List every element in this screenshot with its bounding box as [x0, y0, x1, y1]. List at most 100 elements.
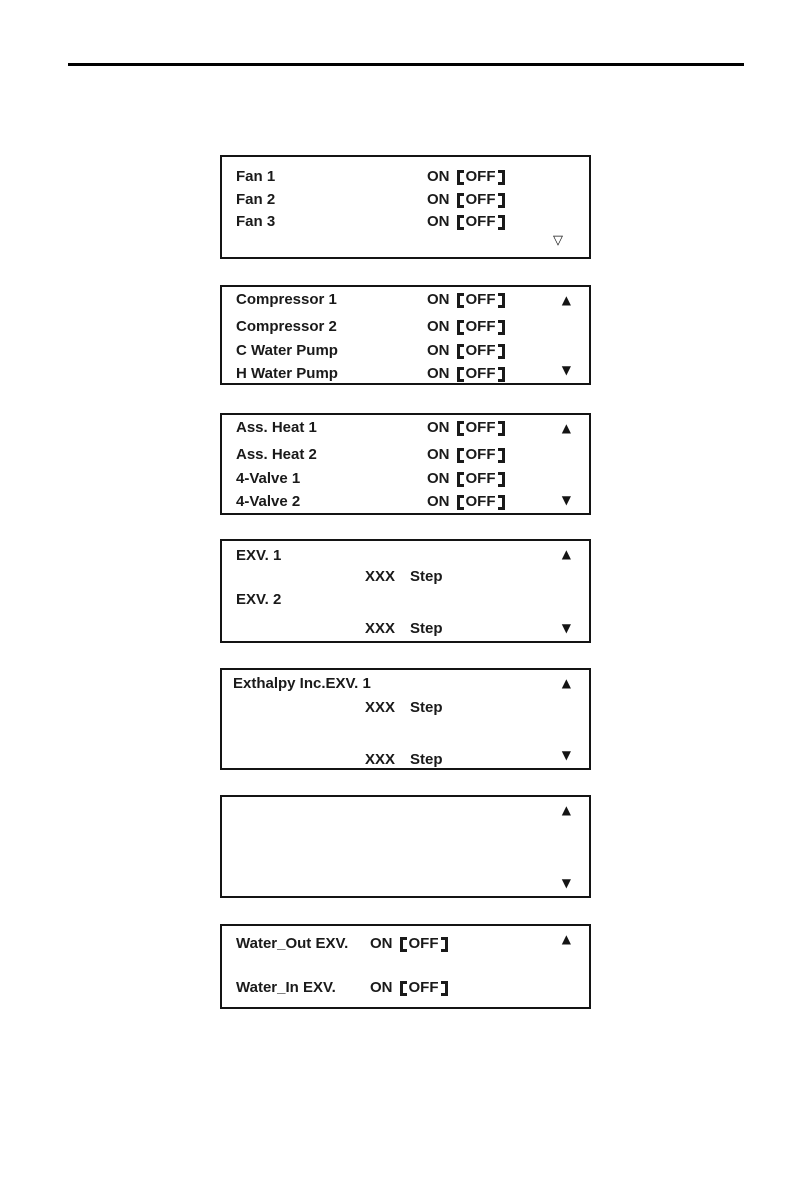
step-count: XXX	[365, 699, 396, 716]
on-off-value: ON OFF	[427, 492, 505, 512]
scroll-down-icon: ▼	[561, 621, 571, 635]
bracket-close-icon	[497, 319, 505, 335]
device-label: C Water Pump	[236, 342, 338, 359]
off-state: OFF	[465, 419, 496, 436]
off-state: OFF	[465, 318, 496, 335]
off-state: OFF	[465, 446, 496, 463]
bracket-close-icon	[497, 192, 505, 208]
scroll-up-icon: ▲	[561, 676, 571, 690]
status-row: EXV. 1	[222, 546, 589, 566]
bracket-close-icon	[497, 366, 505, 382]
step-count: XXX	[365, 751, 396, 768]
device-label: EXV. 2	[236, 591, 282, 608]
device-label: H Water Pump	[236, 365, 338, 382]
bracket-close-icon	[497, 343, 505, 359]
on-state: ON	[427, 318, 450, 335]
bracket-close-icon	[497, 471, 505, 487]
status-row: Fan 3 ON OFF	[222, 212, 589, 232]
scroll-down-icon: ▼	[561, 493, 571, 507]
scroll-up-icon: ▲	[561, 421, 571, 435]
device-label: Water_Out EXV.	[236, 935, 349, 952]
on-off-value: ON OFF	[427, 445, 505, 465]
lcd-screen-exv-steps: EXV. 1 XXX Step EXV. 2 XXX Step ▲ ▼	[220, 539, 591, 643]
off-state: OFF	[465, 168, 496, 185]
device-label: Compressor 2	[236, 318, 337, 335]
status-row: Fan 1 ON OFF	[222, 167, 589, 187]
device-label: Ass. Heat 2	[236, 446, 317, 463]
value-row: XXX Step	[222, 619, 589, 639]
device-label: Fan 2	[236, 191, 276, 208]
bracket-close-icon	[440, 936, 448, 952]
off-state: OFF	[465, 470, 496, 487]
bracket-open-icon	[456, 214, 464, 230]
lcd-screen-empty: ▲ ▼	[220, 795, 591, 898]
on-state: ON	[427, 342, 450, 359]
bracket-close-icon	[497, 420, 505, 436]
bracket-close-icon	[440, 980, 448, 996]
value-row: XXX Step	[222, 750, 589, 770]
bracket-open-icon	[456, 366, 464, 382]
scroll-up-icon: ▲	[561, 932, 571, 946]
step-unit: Step	[410, 699, 443, 716]
bracket-open-icon	[456, 292, 464, 308]
bracket-open-icon	[456, 169, 464, 185]
value-row: XXX Step	[222, 567, 589, 587]
scroll-down-icon: ▼	[561, 363, 571, 377]
device-label: Compressor 1	[236, 291, 337, 308]
status-row: Compressor 2 ON OFF	[222, 317, 589, 337]
off-state: OFF	[465, 291, 496, 308]
status-row: 4-Valve 2 ON OFF	[222, 492, 589, 512]
off-state: OFF	[465, 213, 496, 230]
scroll-down-icon: ▽	[553, 233, 563, 248]
on-state: ON	[427, 168, 450, 185]
scroll-up-icon: ▲	[561, 803, 571, 817]
scroll-down-icon: ▼	[561, 876, 571, 890]
bracket-close-icon	[497, 447, 505, 463]
bracket-open-icon	[456, 471, 464, 487]
bracket-open-icon	[456, 494, 464, 510]
on-state: ON	[427, 493, 450, 510]
step-unit: Step	[410, 620, 443, 637]
on-state: ON	[427, 213, 450, 230]
status-row: Exthalpy Inc.EXV. 1	[222, 674, 589, 694]
lcd-screen-enthalpy-exv: Exthalpy Inc.EXV. 1 XXX Step XXX Step ▲ …	[220, 668, 591, 770]
status-row: EXV. 2	[222, 590, 589, 610]
bracket-close-icon	[497, 169, 505, 185]
on-off-value: ON OFF	[427, 212, 505, 232]
value-row: XXX Step	[222, 698, 589, 718]
off-state: OFF	[465, 493, 496, 510]
bracket-open-icon	[456, 192, 464, 208]
on-state: ON	[370, 935, 393, 952]
off-state: OFF	[465, 365, 496, 382]
device-label: Fan 3	[236, 213, 276, 230]
step-count: XXX	[365, 620, 396, 637]
step-unit: Step	[410, 568, 443, 585]
on-state: ON	[427, 191, 450, 208]
bracket-close-icon	[497, 214, 505, 230]
scroll-up-icon: ▲	[561, 293, 571, 307]
device-label: 4-Valve 2	[236, 493, 301, 510]
bracket-open-icon	[456, 319, 464, 335]
on-state: ON	[427, 446, 450, 463]
status-row: Ass. Heat 2 ON OFF	[222, 445, 589, 465]
step-count: XXX	[365, 568, 396, 585]
device-label: Water_In EXV.	[236, 979, 336, 996]
device-label: Fan 1	[236, 168, 276, 185]
device-label: 4-Valve 1	[236, 470, 301, 487]
bracket-open-icon	[399, 936, 407, 952]
